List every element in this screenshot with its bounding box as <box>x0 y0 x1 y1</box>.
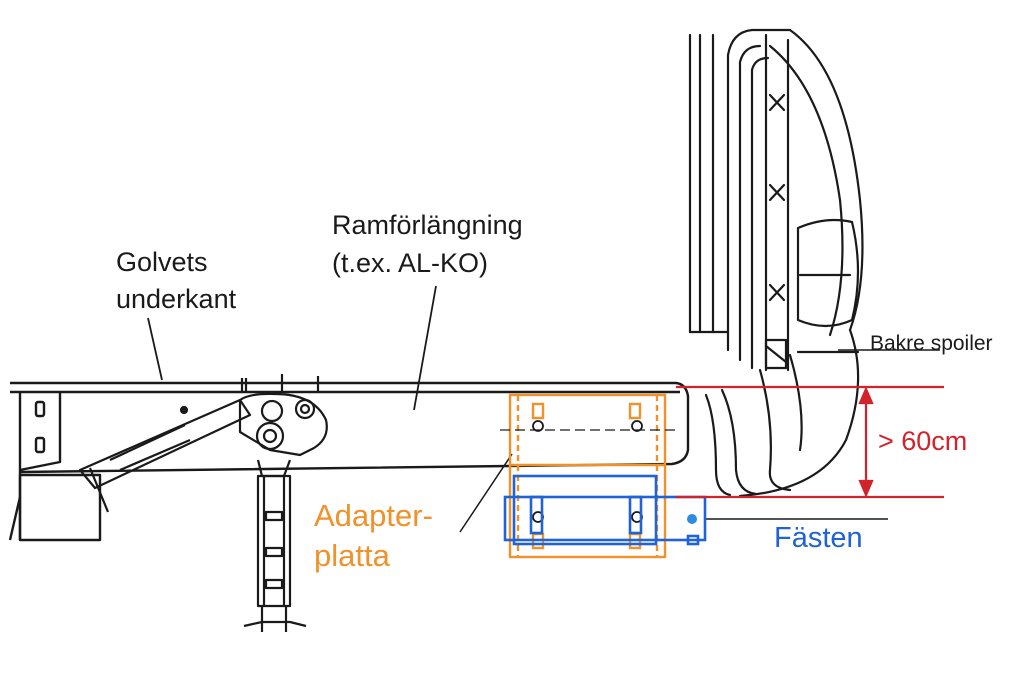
diagonal-strut <box>78 398 252 513</box>
fasten-label: Fästen <box>774 522 863 554</box>
adapter-label-line2: platta <box>314 538 390 573</box>
ram-leader <box>413 285 437 411</box>
caravan-rear-body <box>688 28 864 498</box>
support-leg <box>238 374 328 632</box>
height-label: > 60cm <box>878 426 968 456</box>
adapter-leader <box>459 453 513 533</box>
height-dimension <box>676 385 944 499</box>
ram-label-line2: (t.ex. AL-KO) <box>332 248 489 278</box>
chassis-frame <box>8 381 690 542</box>
golvets-label-line1: Golvets <box>116 247 208 277</box>
ram-label-line1: Ramförlängning <box>332 210 523 240</box>
bakre-spoiler-label: Bakre spoiler <box>870 332 993 355</box>
mount-bracket <box>503 474 707 546</box>
adapter-bolts <box>500 420 680 523</box>
golvets-leader <box>147 317 163 381</box>
mount-point-icon <box>687 514 697 524</box>
adapter-label-line1: Adapter- <box>314 498 433 533</box>
golvets-label-line2: underkant <box>116 284 237 314</box>
